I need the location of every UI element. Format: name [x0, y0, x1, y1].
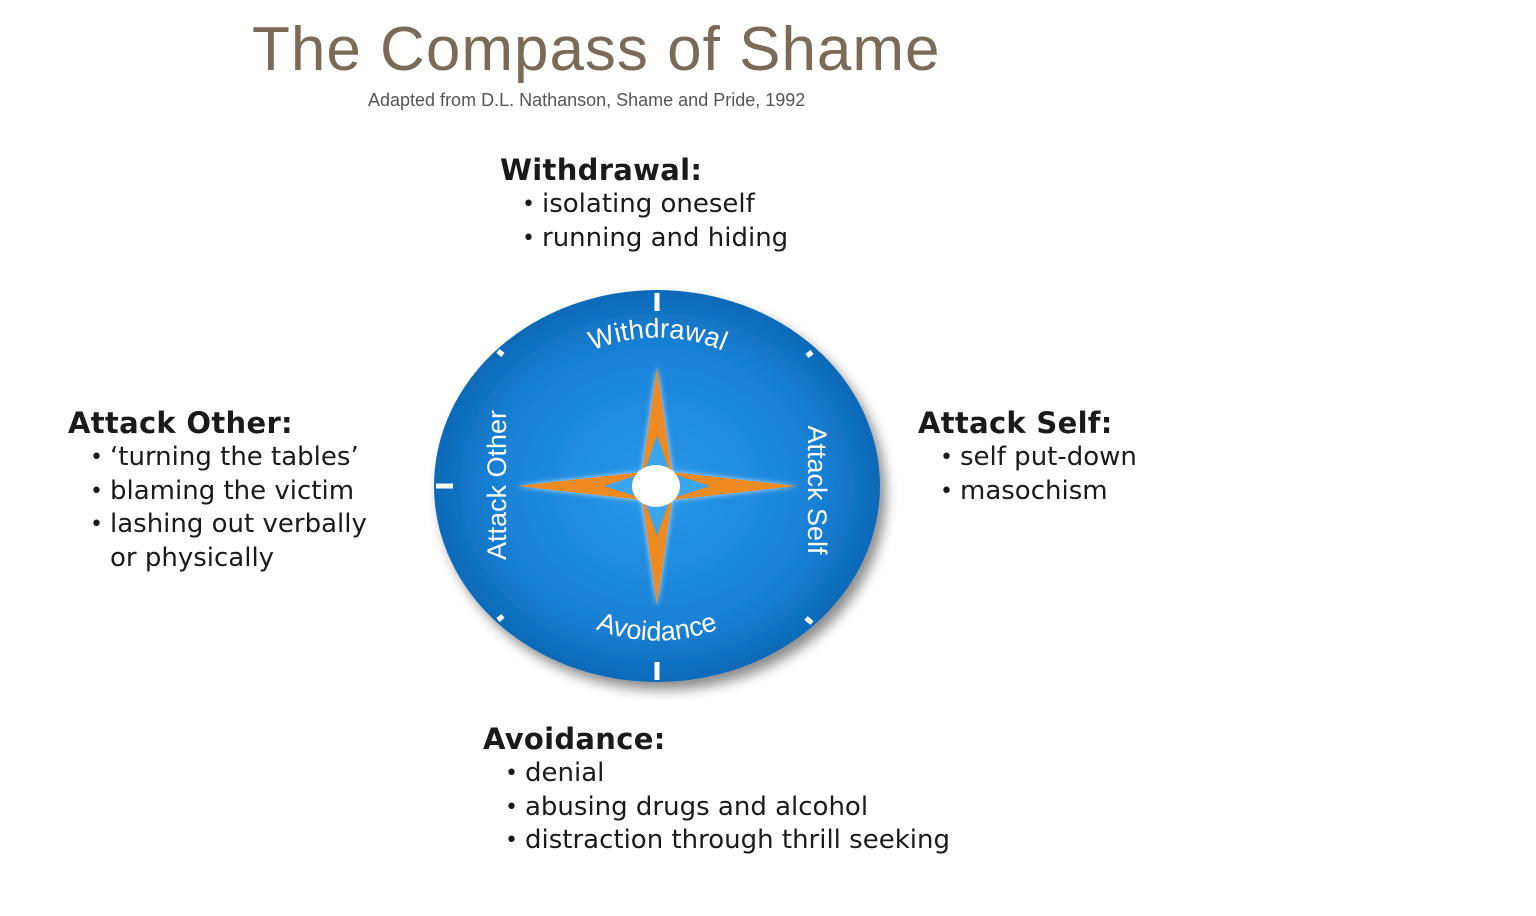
attack-self-list: self put-down masochism [940, 441, 1137, 508]
list-item: blaming the victim [90, 475, 367, 509]
list-item: isolating oneself [522, 188, 788, 222]
attack-other-section: Attack Other: ‘turning the tables’ blami… [68, 405, 367, 575]
list-item-continuation: or physically [110, 542, 275, 573]
dial-label-attack-self: Attack Self [802, 425, 832, 555]
attack-other-list: ‘turning the tables’ blaming the victim … [90, 441, 367, 575]
avoidance-list: denial abusing drugs and alcohol distrac… [505, 757, 950, 858]
attack-self-section: Attack Self: self put-down masochism [918, 405, 1137, 508]
list-item: ‘turning the tables’ [90, 441, 367, 475]
withdrawal-section: Withdrawal: isolating oneself running an… [500, 152, 788, 255]
compass-dial: Withdrawal Avoidance Attack Self Attack … [434, 290, 880, 682]
attack-self-heading: Attack Self: [918, 406, 1113, 440]
list-item: self put-down [940, 441, 1137, 475]
avoidance-heading: Avoidance: [483, 722, 666, 756]
list-item: lashing out verbally [90, 508, 367, 542]
attribution-subtitle: Adapted from D.L. Nathanson, Shame and P… [368, 90, 806, 110]
withdrawal-heading: Withdrawal: [500, 153, 703, 187]
withdrawal-list: isolating oneself running and hiding [522, 188, 788, 255]
tick-marks [436, 293, 814, 680]
avoidance-section: Avoidance: denial abusing drugs and alco… [483, 721, 950, 858]
attack-other-heading: Attack Other: [68, 406, 293, 440]
list-item: abusing drugs and alcohol [505, 791, 950, 825]
list-item: denial [505, 757, 950, 791]
list-item: masochism [940, 475, 1137, 509]
list-item: distraction through thrill seeking [505, 824, 950, 858]
compass-hub [632, 465, 680, 507]
dial-label-attack-other: Attack Other [482, 410, 512, 560]
page-title: The Compass of Shame [252, 15, 941, 84]
list-item: running and hiding [522, 222, 788, 256]
